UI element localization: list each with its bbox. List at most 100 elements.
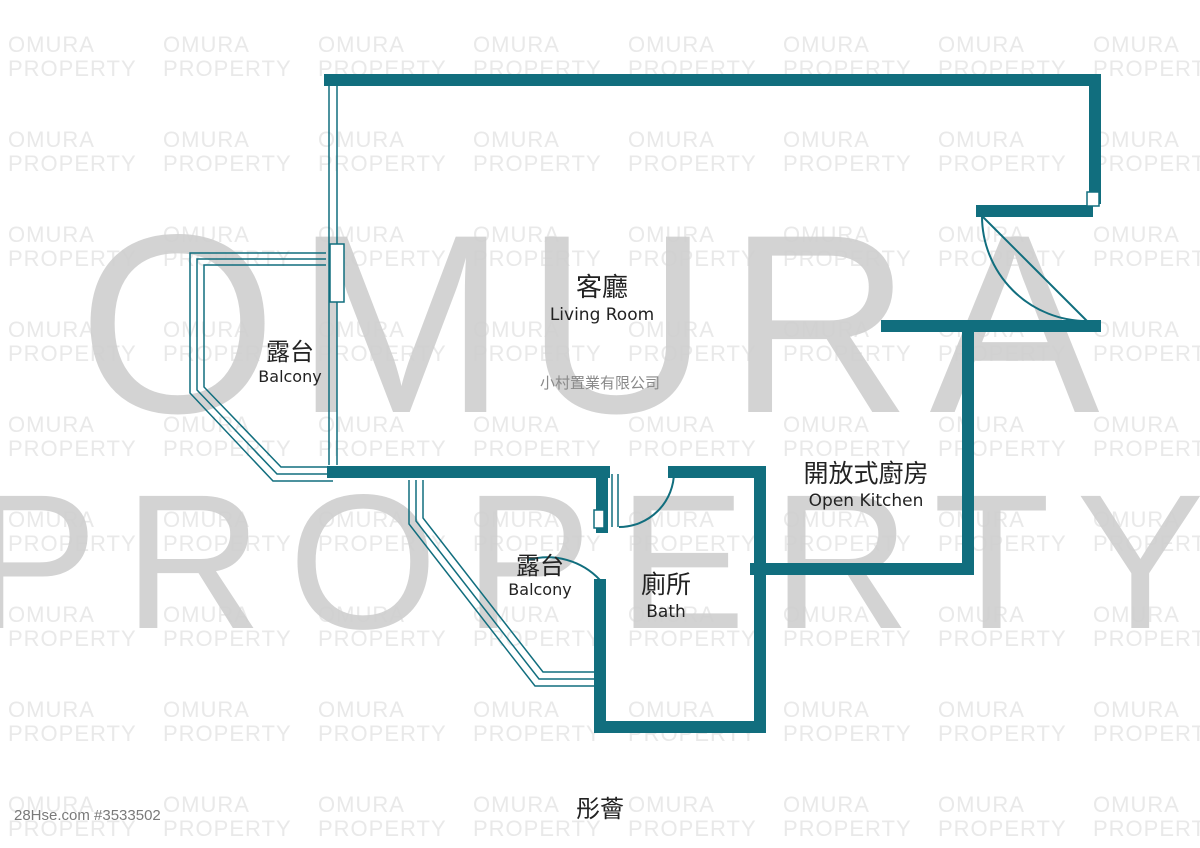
sliding-door-panel — [329, 243, 345, 303]
watermark-tile-omura: OMURA — [1093, 697, 1180, 722]
door-swings — [527, 211, 1088, 581]
watermark-tile-property: PROPERTY — [318, 341, 447, 366]
watermark-tile-omura: OMURA — [473, 412, 560, 437]
watermark-tile-property: PROPERTY — [783, 816, 912, 841]
watermark-tile-property: PROPERTY — [8, 816, 137, 841]
balcony2-label-en: Balcony — [508, 580, 571, 599]
watermark-tile-property: PROPERTY — [473, 531, 602, 556]
watermark-tile-omura: OMURA — [938, 697, 1025, 722]
watermark-tile-omura: OMURA — [628, 697, 715, 722]
balcony2-door-swing — [527, 556, 601, 581]
watermark-tile-omura: OMURA — [938, 32, 1025, 57]
watermark-tile-omura: OMURA — [8, 602, 95, 627]
bath-door-post — [593, 509, 605, 529]
watermark-tile-property: PROPERTY — [8, 531, 137, 556]
watermark-tile-property: PROPERTY — [163, 341, 292, 366]
watermark-tile-property: PROPERTY — [1093, 721, 1200, 746]
watermark-tile-omura: OMURA — [1093, 412, 1180, 437]
watermark-tile-omura: OMURA — [163, 222, 250, 247]
watermark-tile-property: PROPERTY — [628, 816, 757, 841]
watermark-tile-omura: OMURA — [8, 507, 95, 532]
balcony2-label-zh: 露台 — [516, 552, 564, 580]
watermark-tile-omura: OMURA — [628, 507, 715, 532]
watermark-tile-omura: OMURA — [783, 317, 870, 342]
watermark-tile-omura: OMURA — [473, 792, 560, 817]
watermark-tile-omura: OMURA — [163, 792, 250, 817]
watermark-tile-omura: OMURA — [783, 507, 870, 532]
watermark-tile-property: PROPERTY — [628, 151, 757, 176]
watermark-tile-omura: OMURA — [1093, 32, 1180, 57]
balcony1-rail-inner — [203, 264, 333, 468]
watermark-tile-property: PROPERTY — [163, 436, 292, 461]
watermark-tile-omura: OMURA — [8, 32, 95, 57]
watermark-tile-omura: OMURA — [1093, 127, 1180, 152]
watermark-tile-omura: OMURA — [318, 222, 405, 247]
watermark-tile-omura: OMURA — [1093, 317, 1180, 342]
watermark-tile-property: PROPERTY — [938, 626, 1067, 651]
bath-outer-wall — [594, 466, 766, 733]
watermark-tile-omura: OMURA — [8, 697, 95, 722]
watermark-tile-property: PROPERTY — [938, 436, 1067, 461]
watermark-tile-property: PROPERTY — [628, 531, 757, 556]
watermark-tile-property: PROPERTY — [318, 626, 447, 651]
watermark-tile-property: PROPERTY — [8, 151, 137, 176]
estate-name: 彤薈 — [576, 795, 624, 823]
watermark-tile-property: PROPERTY — [1093, 816, 1200, 841]
watermark-tile-omura: OMURA — [628, 127, 715, 152]
watermark-tile-omura: OMURA — [163, 317, 250, 342]
watermark-tile-property: PROPERTY — [163, 816, 292, 841]
watermark-tile-property: PROPERTY — [8, 626, 137, 651]
balcony1-rail-mid — [196, 258, 333, 475]
balcony2-rail-outer — [408, 480, 594, 687]
watermark-tile-property: PROPERTY — [938, 341, 1067, 366]
living-room-label-en: Living Room — [550, 305, 654, 325]
watermark-tile-property: PROPERTY — [628, 436, 757, 461]
watermark-tile-property: PROPERTY — [938, 721, 1067, 746]
watermark-tile-omura: OMURA — [628, 317, 715, 342]
watermark-tile-omura: OMURA — [163, 127, 250, 152]
watermark-tile-omura: OMURA — [1093, 792, 1180, 817]
watermark-tile-omura: OMURA — [783, 602, 870, 627]
watermark-tile-property: PROPERTY — [783, 436, 912, 461]
watermark-tile-property: PROPERTY — [8, 721, 137, 746]
watermark-tile-omura: OMURA — [163, 602, 250, 627]
bath-label-en: Bath — [646, 602, 686, 622]
watermark-tile-omura: OMURA — [318, 32, 405, 57]
watermark-tile-property: PROPERTY — [8, 246, 137, 271]
watermark-tile-property: PROPERTY — [783, 531, 912, 556]
watermark-tile-omura: OMURA — [938, 412, 1025, 437]
source-id: 28Hse.com #3533502 — [14, 807, 161, 824]
watermark-tile-property: PROPERTY — [628, 246, 757, 271]
watermark-tile-omura: OMURA — [783, 412, 870, 437]
watermark-tile-omura: OMURA — [783, 32, 870, 57]
kitchen-label-zh: 開放式廚房 — [803, 459, 928, 488]
balcony2-rail-inner — [422, 480, 594, 673]
watermark-tile-property: PROPERTY — [163, 56, 292, 81]
watermark-tile-property: PROPERTY — [318, 816, 447, 841]
watermark-tile-property: PROPERTY — [938, 531, 1067, 556]
watermark-tile-omura: OMURA — [783, 792, 870, 817]
bath-door-swing — [618, 471, 675, 528]
watermark-tile-omura: OMURA — [628, 412, 715, 437]
watermark-tile-property: PROPERTY — [318, 151, 447, 176]
watermark-tile-property: PROPERTY — [163, 531, 292, 556]
watermark-tile-omura: OMURA — [163, 507, 250, 532]
watermark-tile-omura: OMURA — [473, 697, 560, 722]
watermark-tile-property: PROPERTY — [938, 816, 1067, 841]
watermark-tile-omura: OMURA — [318, 792, 405, 817]
watermark-tile-omura: OMURA — [8, 317, 95, 342]
watermark-tile-property: PROPERTY — [8, 56, 137, 81]
kitchen-right-wall — [750, 320, 974, 575]
watermark-tile-omura: OMURA — [1093, 222, 1180, 247]
watermark-tile-omura: OMURA — [473, 32, 560, 57]
watermark-tile-omura: OMURA — [8, 127, 95, 152]
watermark-tile-omura: OMURA — [783, 697, 870, 722]
balcony1-rail-outer — [189, 252, 333, 482]
watermark-tile-property: PROPERTY — [1093, 626, 1200, 651]
watermark-tile-omura: OMURA — [938, 792, 1025, 817]
watermark-tile-property: PROPERTY — [318, 436, 447, 461]
watermark-tile-property: PROPERTY — [163, 626, 292, 651]
balcony2-rail-mid — [415, 480, 594, 680]
watermark-tile-property: PROPERTY — [783, 246, 912, 271]
